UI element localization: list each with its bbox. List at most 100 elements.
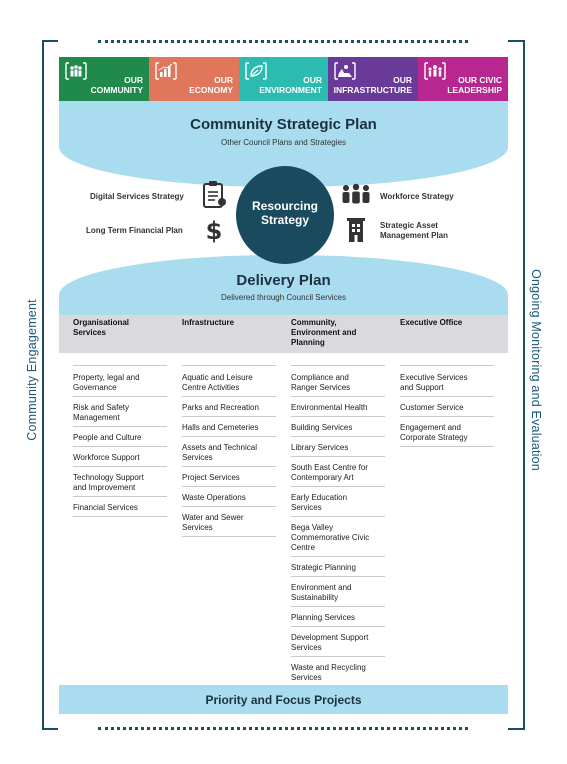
services-table-header xyxy=(59,315,508,353)
service-item-line: Workforce Support xyxy=(73,453,140,462)
service-item-line: Parks and Recreation xyxy=(182,403,259,412)
service-item-line: Corporate Strategy xyxy=(400,433,468,442)
infrastructure-icon xyxy=(334,62,356,80)
digital-services-strategy: Digital Services Strategy xyxy=(90,192,184,201)
leadership-icon xyxy=(424,62,446,80)
service-item-line: Planning Services xyxy=(291,613,356,622)
service-item: Financial Services xyxy=(73,497,167,517)
service-item-line: Customer Service xyxy=(400,403,464,412)
service-item-line: South East Centre for xyxy=(291,463,368,472)
dotted-line-bottom xyxy=(98,727,468,730)
heading-line: Executive Office xyxy=(400,318,463,327)
service-item: Building Services xyxy=(291,417,385,437)
csp-subtitle: Other Council Plans and Strategies xyxy=(221,138,346,147)
service-item-line: Property, legal and xyxy=(73,373,140,382)
service-item-line: Centre xyxy=(291,543,316,552)
service-item-line: Environment and xyxy=(291,583,352,592)
workforce-icon xyxy=(342,183,370,204)
service-item-line: People and Culture xyxy=(73,433,142,442)
tile-label: LEADERSHIP xyxy=(447,85,502,95)
service-item: Environmental Health xyxy=(291,397,385,417)
service-item-line: Technology Support xyxy=(73,473,144,482)
service-item: Library Services xyxy=(291,437,385,457)
priority-focus-projects: Priority and Focus Projects xyxy=(205,693,362,707)
service-item-line: Contemporary Art xyxy=(291,473,354,482)
clipboard-icon xyxy=(203,181,226,208)
service-item-line: Bega Valley xyxy=(291,523,334,532)
service-item-line: Environmental Health xyxy=(291,403,368,412)
frame-corner xyxy=(42,728,58,730)
service-item-line: Development Support xyxy=(291,633,369,642)
tile-label: COMMUNITY xyxy=(90,85,143,95)
tile-label: OUR xyxy=(303,75,322,85)
heading-line: Planning xyxy=(291,338,325,347)
long-term-financial-plan: Long Term Financial Plan xyxy=(86,226,183,235)
service-item: Project Services xyxy=(182,467,276,487)
service-item: People and Culture xyxy=(73,427,167,447)
tile-label: OUR xyxy=(124,75,143,85)
service-item-line: Building Services xyxy=(291,423,353,432)
delivery-plan-title: Delivery Plan xyxy=(236,272,331,289)
service-item: Customer Service xyxy=(400,397,494,417)
resourcing-circle xyxy=(236,166,334,264)
service-item-line: Risk and Safety xyxy=(73,403,130,412)
tile-label: OUR xyxy=(214,75,233,85)
environment-icon xyxy=(245,62,267,80)
service-item-line: Management xyxy=(73,413,120,422)
column-heading-infrastructure: Infrastructure xyxy=(182,318,234,328)
sam-plan-line: Strategic Asset xyxy=(380,221,438,230)
service-item-line: Commemorative Civic xyxy=(291,533,370,542)
service-item-line: Compliance and xyxy=(291,373,349,382)
tile-label: ENVIRONMENT xyxy=(259,85,322,95)
service-item-line: Waste Operations xyxy=(182,493,246,502)
service-item-line: Executive Services xyxy=(400,373,468,382)
service-item-line: Services xyxy=(182,453,213,462)
dotted-line-top xyxy=(98,40,468,43)
svg-text:$: $ xyxy=(206,217,223,244)
priority-band xyxy=(59,685,508,714)
heading-line: Services xyxy=(73,328,106,337)
monitoring-evaluation-label: Ongoing Monitoring and Evaluation xyxy=(529,269,543,471)
sam-plan-line: Management Plan xyxy=(380,231,449,240)
csp-title: Community Strategic Plan xyxy=(190,116,377,133)
service-item-line: Services xyxy=(291,643,322,652)
heading-line: Environment and xyxy=(291,328,357,337)
service-item-line: Ranger Services xyxy=(291,383,351,392)
service-item: Planning Services xyxy=(291,607,385,627)
service-item-line: Assets and Technical xyxy=(182,443,258,452)
service-item: Strategic Planning xyxy=(291,557,385,577)
service-item-line: and Improvement xyxy=(73,483,136,492)
service-item: Halls and Cemeteries xyxy=(182,417,276,437)
service-item: Parks and Recreation xyxy=(182,397,276,417)
service-item-line: Services xyxy=(291,673,322,682)
heading-line: Community, xyxy=(291,318,337,327)
frame-corner xyxy=(42,40,58,42)
economy-icon xyxy=(155,62,177,80)
service-item-line: Halls and Cemeteries xyxy=(182,423,259,432)
service-item: Waste Operations xyxy=(182,487,276,507)
service-item-line: Water and Sewer xyxy=(182,513,244,522)
